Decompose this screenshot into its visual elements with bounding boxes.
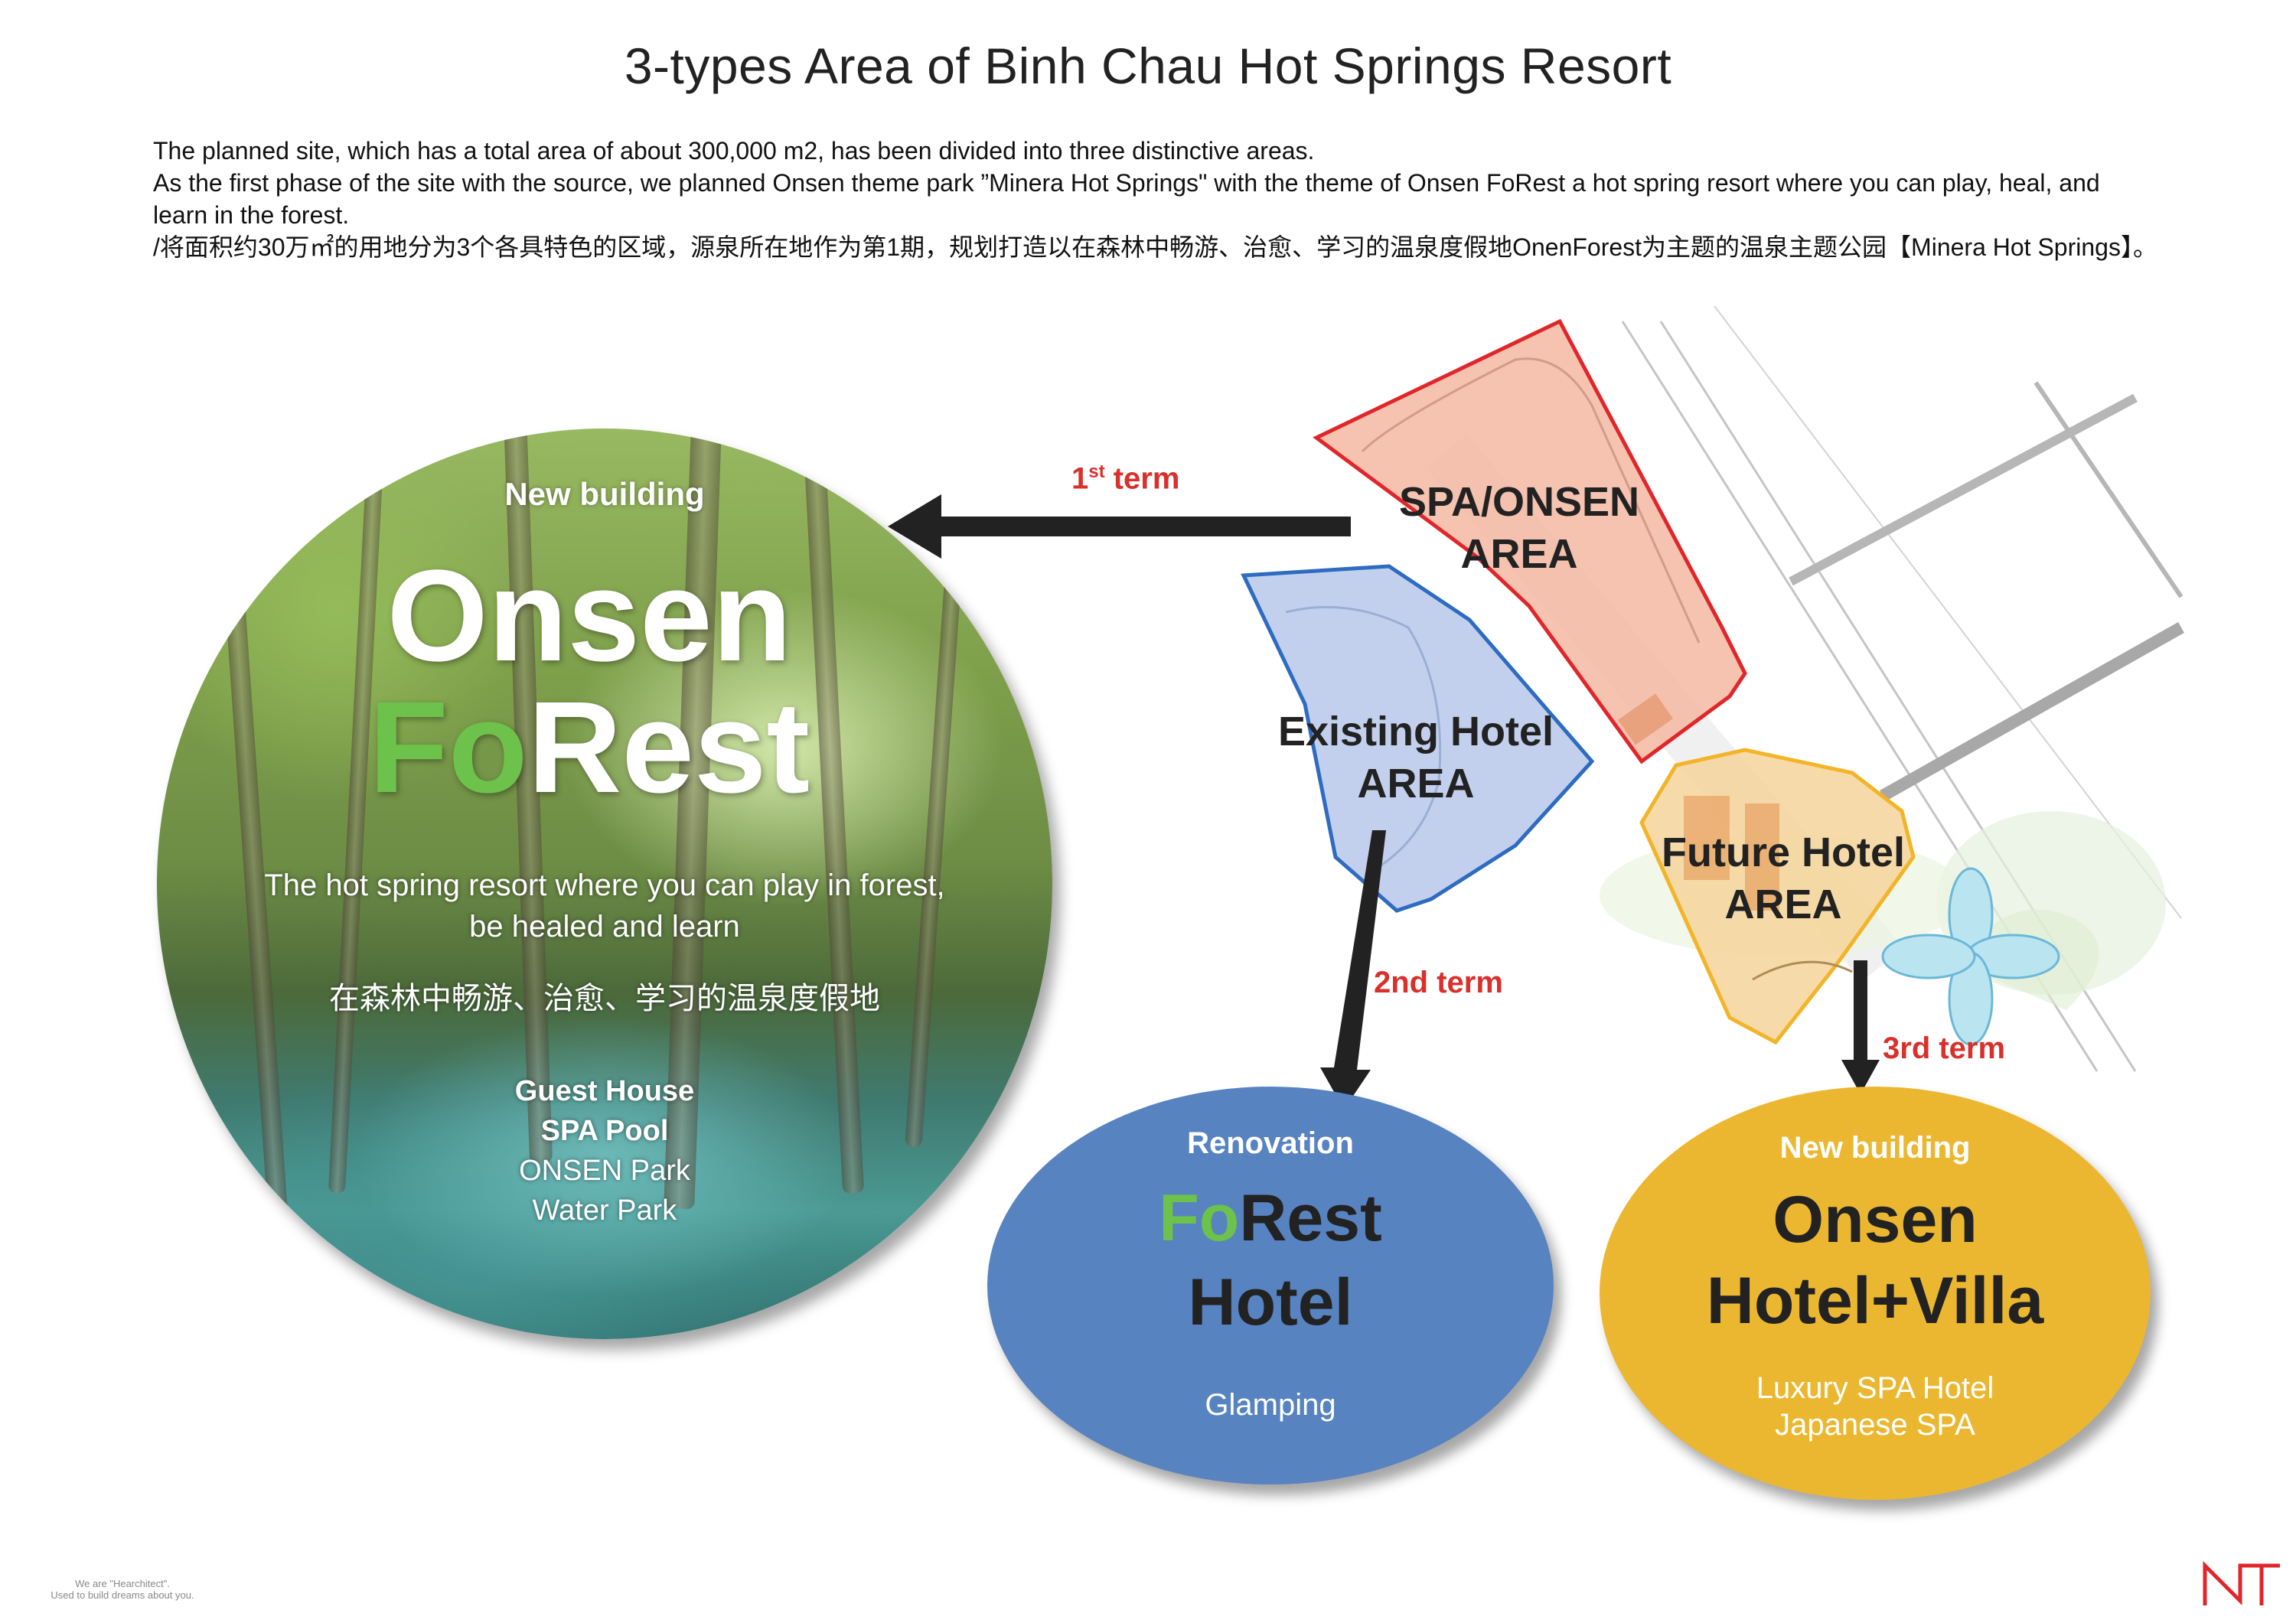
forest-title-onsen: Onsen bbox=[386, 543, 792, 689]
list-item: Guest House bbox=[514, 1075, 695, 1107]
onsen-hotel-villa-oval: New building Onsen Hotel+Villa Luxury SP… bbox=[1600, 1087, 2151, 1500]
forest-hotel-title-2: Hotel bbox=[1188, 1266, 1353, 1339]
forest-hotel-oval: Renovation FoRest Hotel Glamping bbox=[987, 1087, 1554, 1484]
forest-title-forest: FoRest bbox=[368, 675, 810, 820]
villa-label: New building bbox=[1779, 1131, 1971, 1165]
onsen-forest-circle: New building Onsen FoRest The hot spring… bbox=[157, 429, 1052, 1339]
forest-desc-line-1: The hot spring resort where you can play… bbox=[264, 869, 945, 902]
future-area-label: Future Hotel AREA bbox=[1662, 829, 1905, 927]
brand-logo-icon bbox=[2203, 1561, 2280, 1606]
villa-title-2: Hotel+Villa bbox=[1706, 1264, 2044, 1338]
villa-title-1: Onsen bbox=[1773, 1183, 1978, 1256]
existing-hotel-area bbox=[1241, 564, 1595, 913]
intro-line-2: As the first phase of the site with the … bbox=[153, 169, 2100, 229]
glamping-text: Glamping bbox=[1205, 1388, 1336, 1422]
existing-area-label: Existing Hotel AREA bbox=[1277, 709, 1554, 807]
spa-area-label: SPA/ONSEN AREA bbox=[1398, 479, 1640, 577]
page-title: 3-types Area of Binh Chau Hot Springs Re… bbox=[624, 37, 1672, 94]
site-map bbox=[1241, 306, 2184, 1110]
villa-desc-1: Luxury SPA Hotel bbox=[1756, 1371, 1994, 1405]
pool-shape bbox=[1881, 867, 2060, 1046]
villa-desc-2: Japanese SPA bbox=[1775, 1408, 1975, 1442]
spa-onsen-area bbox=[1313, 318, 1747, 764]
term-1st-label: 1st term bbox=[1071, 461, 1180, 496]
forest-label: New building bbox=[504, 476, 705, 512]
forest-desc-line-2: be healed and learn bbox=[469, 910, 740, 943]
arrow-1st-term bbox=[888, 494, 1351, 559]
intro-line-3: /将面积约30万㎡的用地分为3个各具特色的区域，源泉所在地作为第1期，规划打造以… bbox=[153, 233, 2157, 261]
term-2nd-label: 2nd term bbox=[1374, 966, 1503, 999]
forest-desc-cn: 在森林中畅游、治愈、学习的温泉度假地 bbox=[329, 982, 880, 1015]
list-item: SPA Pool bbox=[540, 1115, 669, 1147]
term-3rd-label: 3rd term bbox=[1883, 1031, 2006, 1065]
list-item: Water Park bbox=[532, 1194, 677, 1227]
renovation-label: Renovation bbox=[1187, 1126, 1354, 1160]
list-item: ONSEN Park bbox=[519, 1155, 690, 1187]
intro-line-1: The planned site, which has a total area… bbox=[153, 137, 1315, 165]
intro-text: The planned site, which has a total area… bbox=[153, 135, 2158, 263]
forest-items: Guest House SPA Pool ONSEN Park Water Pa… bbox=[157, 1071, 1052, 1230]
arrow-3rd-term bbox=[1841, 960, 1880, 1094]
arrow-2nd-term bbox=[1320, 830, 1386, 1110]
forest-hotel-title-1: FoRest bbox=[1159, 1181, 1382, 1255]
footer-tagline: We are "Hearchitect". Used to build drea… bbox=[51, 1578, 194, 1601]
